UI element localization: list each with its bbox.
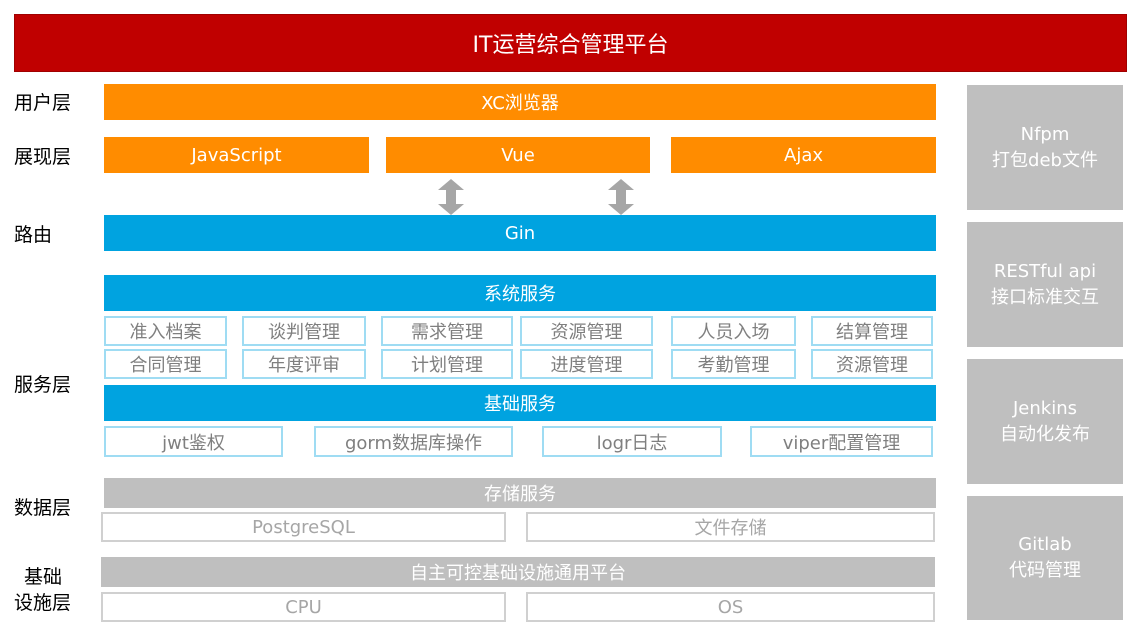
- side-panel-restful: RESTful api 接口标准交互: [967, 222, 1123, 347]
- base-service-bar: 基础服务: [104, 385, 936, 421]
- layer-label-routing: 路由: [14, 224, 53, 246]
- layer-label-service: 服务层: [14, 374, 72, 396]
- system-module: 资源管理: [520, 316, 653, 346]
- page-title: IT运营综合管理平台: [14, 14, 1127, 72]
- system-module: 结算管理: [811, 316, 933, 346]
- base-module: logr日志: [542, 426, 722, 457]
- double-arrow-icon: [608, 179, 634, 215]
- system-module: 资源管理: [811, 349, 933, 379]
- side-panel-gitlab: Gitlab 代码管理: [967, 496, 1123, 620]
- base-module: viper配置管理: [750, 426, 933, 457]
- side-panel-subtitle: 代码管理: [1009, 560, 1081, 581]
- system-module: 谈判管理: [242, 316, 366, 346]
- side-panel-title: Gitlab: [1018, 534, 1072, 555]
- layer-label-infra: 基础 设施层: [14, 562, 94, 618]
- store-postgresql: PostgreSQL: [101, 512, 506, 542]
- browser-bar: XC浏览器: [104, 84, 936, 120]
- side-panel-title: Nfpm: [1020, 123, 1070, 145]
- side-panel-subtitle: 接口标准交互: [991, 286, 1099, 308]
- layer-label-infra-line2: 设施层: [14, 592, 72, 614]
- router-bar: Gin: [104, 215, 936, 251]
- system-module: 年度评审: [242, 349, 366, 379]
- store-file: 文件存储: [526, 512, 935, 542]
- system-module: 需求管理: [381, 316, 513, 346]
- base-module: gorm数据库操作: [314, 426, 513, 457]
- infra-platform-bar: 自主可控基础设施通用平台: [101, 557, 935, 587]
- layer-label-data: 数据层: [14, 497, 72, 519]
- double-arrow-icon: [438, 179, 464, 215]
- side-panel-title: RESTful api: [993, 260, 1097, 282]
- side-panel-title: Jenkins: [1012, 397, 1077, 419]
- layer-label-presentation: 展现层: [14, 146, 72, 168]
- base-module: jwt鉴权: [104, 426, 283, 457]
- presentation-ajax: Ajax: [671, 137, 936, 173]
- system-module: 进度管理: [520, 349, 653, 379]
- side-panel-subtitle: 打包deb文件: [992, 149, 1098, 171]
- system-module: 人员入场: [671, 316, 796, 346]
- side-panel-nfpm: Nfpm 打包deb文件: [967, 85, 1123, 210]
- side-panel-jenkins: Jenkins 自动化发布: [967, 359, 1123, 484]
- system-module: 考勤管理: [671, 349, 796, 379]
- layer-label-infra-line1: 基础: [24, 566, 63, 588]
- system-service-bar: 系统服务: [104, 275, 936, 311]
- system-module: 合同管理: [104, 349, 227, 379]
- system-module: 计划管理: [381, 349, 513, 379]
- infra-os: OS: [526, 592, 935, 622]
- system-module: 准入档案: [104, 316, 227, 346]
- side-panel-subtitle: 自动化发布: [1000, 423, 1090, 445]
- infra-cpu: CPU: [101, 592, 506, 622]
- presentation-vue: Vue: [386, 137, 650, 173]
- storage-service-bar: 存储服务: [104, 478, 936, 508]
- layer-label-user: 用户层: [14, 92, 72, 114]
- presentation-javascript: JavaScript: [104, 137, 369, 173]
